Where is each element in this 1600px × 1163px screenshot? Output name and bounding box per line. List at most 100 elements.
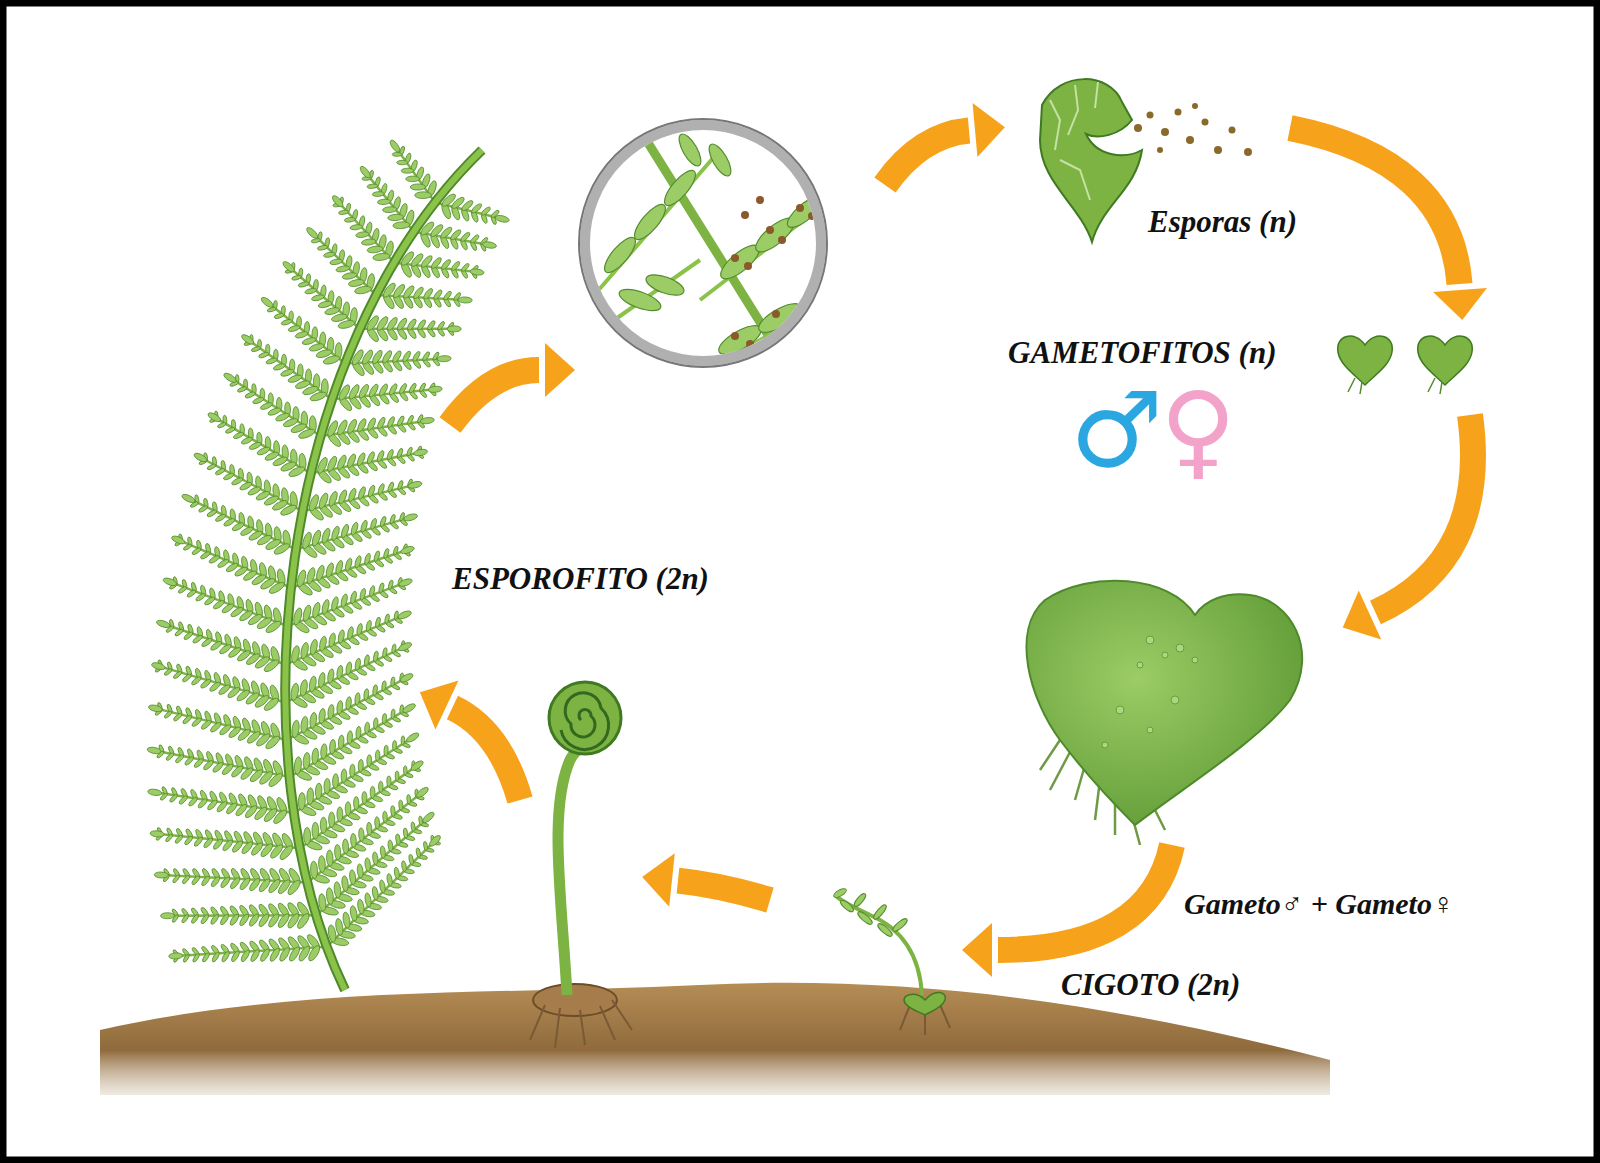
pinnule: [401, 860, 407, 871]
small-gametophytes: [1338, 336, 1473, 394]
pinnule: [183, 543, 193, 551]
cycle-arrow-head: [1433, 288, 1487, 320]
pinnule: [350, 224, 363, 230]
pinnule: [397, 609, 412, 620]
pinnule: [223, 371, 238, 384]
pinnule: [372, 191, 384, 197]
pinnule: [470, 268, 485, 276]
pinnule: [184, 756, 195, 767]
cycle-arrow-head: [420, 681, 459, 730]
pinnule: [461, 262, 470, 272]
pinna-axis: [267, 302, 345, 363]
pinnule: [251, 346, 261, 353]
pinna-axis: [287, 678, 407, 740]
pinnule: [311, 602, 321, 619]
pinnule: [201, 952, 210, 963]
pinnule: [345, 661, 352, 675]
pinnule: [368, 383, 380, 398]
pinnule: [391, 806, 396, 817]
pinnule: [300, 716, 309, 733]
pinnule: [422, 351, 431, 362]
pinnule: [320, 817, 326, 833]
pinnule: [171, 534, 186, 545]
pinnule: [358, 165, 371, 180]
pinnule: [186, 589, 197, 598]
pinnule: [193, 836, 204, 847]
pinnule: [223, 472, 235, 481]
pinnule: [331, 194, 345, 208]
pinnule: [311, 748, 319, 764]
pinnule: [364, 722, 370, 734]
pinnule: [387, 481, 395, 492]
pinnule: [310, 861, 318, 879]
pinnule: [329, 258, 342, 265]
pinnule: [238, 913, 250, 927]
pinnule: [391, 644, 396, 654]
pinna-axis: [248, 339, 332, 399]
pinnule: [397, 480, 404, 490]
pinnule: [346, 453, 357, 469]
pinnule: [323, 251, 335, 258]
pinnule: [360, 520, 369, 533]
pinnule: [260, 296, 275, 309]
pinnule: [408, 854, 414, 865]
pinnule: [308, 676, 317, 693]
pinnule: [169, 793, 178, 803]
pinnule: [449, 228, 462, 241]
pinnule: [387, 776, 391, 786]
pinnule: [366, 451, 376, 465]
pinnule: [336, 454, 348, 471]
pinna-axis: [316, 817, 428, 915]
pinnule: [237, 386, 248, 393]
pinnule: [182, 714, 193, 724]
pinnule: [191, 717, 203, 728]
pinnule: [450, 260, 461, 271]
pinnule: [219, 913, 230, 926]
pinnule: [415, 786, 430, 799]
pinnule: [150, 830, 165, 837]
pinnule: [326, 455, 339, 473]
pinnule: [460, 231, 472, 243]
pinnule: [165, 833, 174, 842]
pinnule: [217, 558, 230, 569]
pinnule: [265, 357, 277, 365]
pinnule: [302, 604, 313, 622]
pinnule: [373, 718, 378, 729]
pinnule: [398, 577, 413, 587]
pinna-axis: [200, 457, 302, 511]
pinnule: [210, 913, 220, 925]
pinnule: [309, 712, 317, 729]
pinnule: [174, 834, 183, 844]
male-symbol: ♂: [1070, 378, 1163, 482]
pinnule: [364, 553, 372, 565]
frame: [3, 3, 1597, 1160]
pinnule: [328, 632, 337, 647]
pinna-axis: [289, 267, 360, 329]
pinnule: [202, 759, 214, 771]
pinnule: [419, 382, 427, 392]
pinnule: [345, 802, 351, 816]
pinnule: [207, 463, 217, 471]
pinnule: [399, 800, 403, 810]
pinnule: [200, 913, 210, 924]
cycle-arrow-head: [642, 853, 675, 907]
pinnule: [382, 811, 387, 823]
pinnule: [399, 672, 414, 684]
pinnule: [327, 704, 335, 719]
pinnule: [341, 876, 349, 892]
pinnule: [402, 702, 417, 714]
pinnule: [337, 629, 345, 643]
pinnule: [348, 278, 365, 287]
pinnule: [281, 260, 295, 274]
pinnule: [280, 368, 294, 377]
pinnule: [470, 234, 480, 244]
pinnule: [147, 788, 162, 796]
pinnule: [447, 326, 461, 332]
pinnule: [215, 513, 227, 523]
pinnule: [169, 953, 183, 960]
pinnule: [337, 489, 348, 505]
pinnule: [259, 948, 271, 963]
pinnule: [392, 740, 396, 750]
pinnule: [378, 383, 389, 397]
pinnule: [406, 447, 413, 457]
